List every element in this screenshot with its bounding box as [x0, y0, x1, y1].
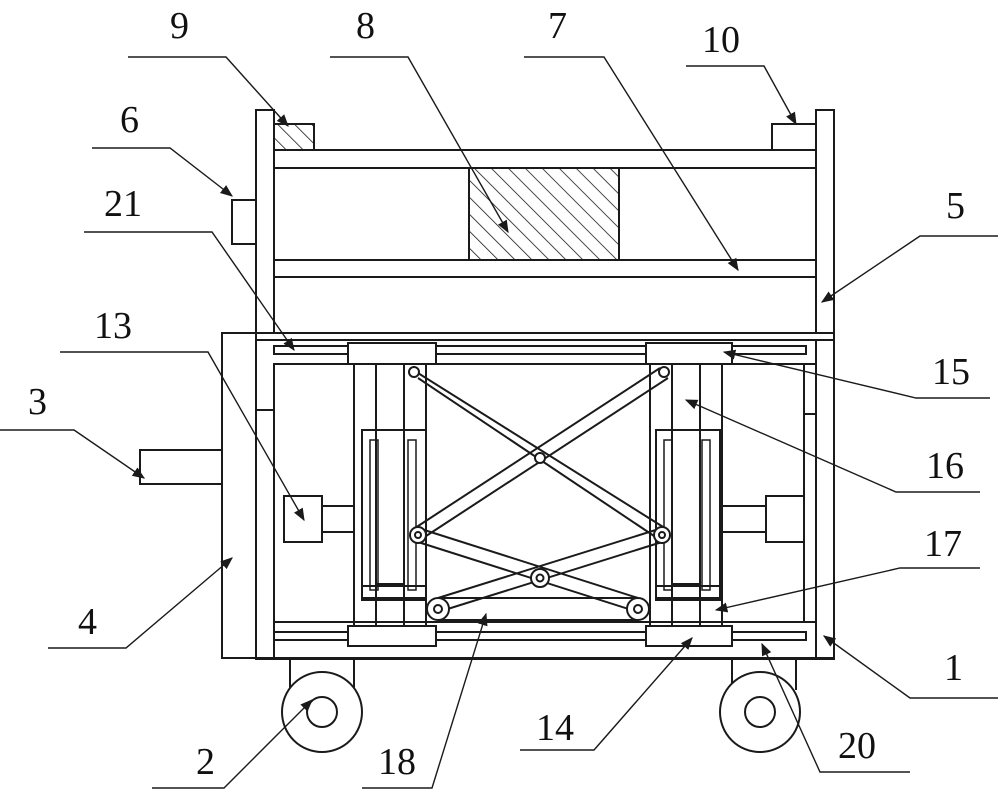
hatched-block-8: [468, 167, 620, 261]
label-5: 5: [946, 185, 965, 227]
label-2: 2: [196, 741, 215, 783]
label-6: 6: [120, 99, 139, 141]
label-1: 1: [944, 647, 963, 689]
label-10: 10: [702, 19, 740, 61]
label-9: 9: [170, 5, 189, 47]
label-18: 18: [378, 741, 416, 783]
label-15: 15: [932, 351, 970, 393]
left-cylinder: [353, 363, 427, 627]
block-10: [771, 123, 817, 151]
left-wheel: [281, 659, 363, 753]
label-3: 3: [28, 381, 47, 423]
block-9: [273, 123, 315, 151]
label-17: 17: [924, 523, 962, 565]
label-21: 21: [104, 183, 142, 225]
label-4: 4: [78, 601, 97, 643]
scissor-linkage: [408, 366, 671, 621]
handle-3: [139, 449, 223, 485]
bottom-rail-20: [273, 625, 807, 647]
right-cylinder: [649, 363, 723, 627]
top-rail-21: [273, 342, 807, 365]
label-8: 8: [356, 5, 375, 47]
leader-lines: [0, 56, 998, 789]
label-16: 16: [926, 445, 964, 487]
label-7: 7: [548, 5, 567, 47]
handle-6: [231, 199, 257, 245]
right-pusher: [721, 495, 805, 543]
right-wheel: [719, 659, 801, 753]
label-20: 20: [838, 725, 876, 767]
label-14: 14: [536, 707, 574, 749]
label-13: 13: [94, 305, 132, 347]
